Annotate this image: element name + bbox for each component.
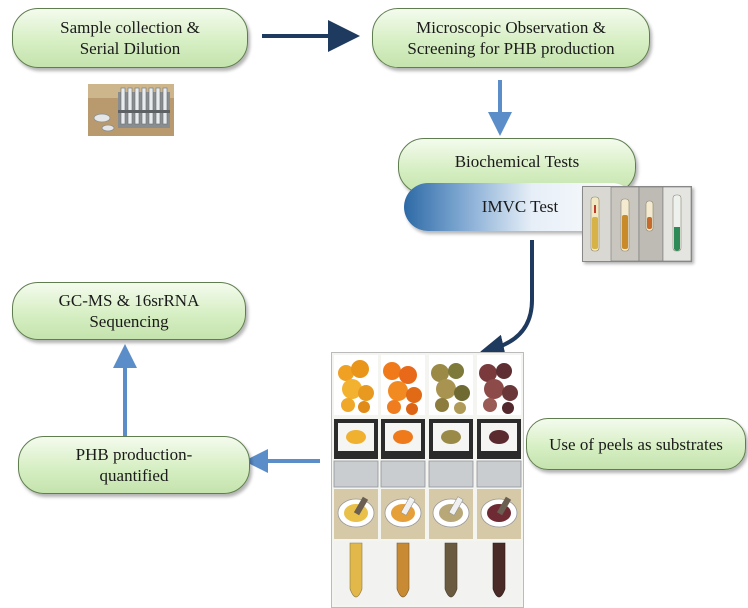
peels-collage-photo xyxy=(331,352,524,608)
arrow-imvc-to-peels xyxy=(480,240,534,359)
balance-row xyxy=(333,460,522,488)
raw-peels-row xyxy=(334,355,521,415)
node-gcms-line1: GC-MS & 16srRNA xyxy=(58,291,200,310)
mortar-row xyxy=(334,489,521,539)
node-phb-line1: PHB production- xyxy=(75,445,193,464)
node-sample-collection: Sample collection & Serial Dilution xyxy=(12,8,248,68)
weighed-peels-row xyxy=(334,419,521,459)
node-sample-collection-line2: Serial Dilution xyxy=(79,39,181,58)
node-phb-quantified: PHB production-quantified xyxy=(18,436,250,494)
node-biochemical-label: Biochemical Tests xyxy=(454,152,580,171)
node-imvc-label: IMVC Test xyxy=(481,197,559,216)
node-microscopic-line1: Microscopic Observation & xyxy=(416,18,606,37)
tubes-row xyxy=(334,541,521,605)
node-gcms-sequencing: GC-MS & 16srRNA Sequencing xyxy=(12,282,246,340)
node-peels-label: Use of peels as substrates xyxy=(549,434,723,454)
node-sample-collection-line1: Sample collection & xyxy=(60,18,200,37)
node-microscopic-observation: Microscopic Observation & Screening for P… xyxy=(372,8,650,68)
imvc-tubes-photo xyxy=(582,186,692,262)
node-use-of-peels: Use of peels as substrates xyxy=(526,418,746,470)
node-gcms-line2: Sequencing xyxy=(89,312,169,331)
node-microscopic-line2: Screening for PHB production xyxy=(407,39,615,58)
test-tube-rack-photo xyxy=(88,84,174,136)
node-phb-line2: quantified xyxy=(99,466,169,485)
